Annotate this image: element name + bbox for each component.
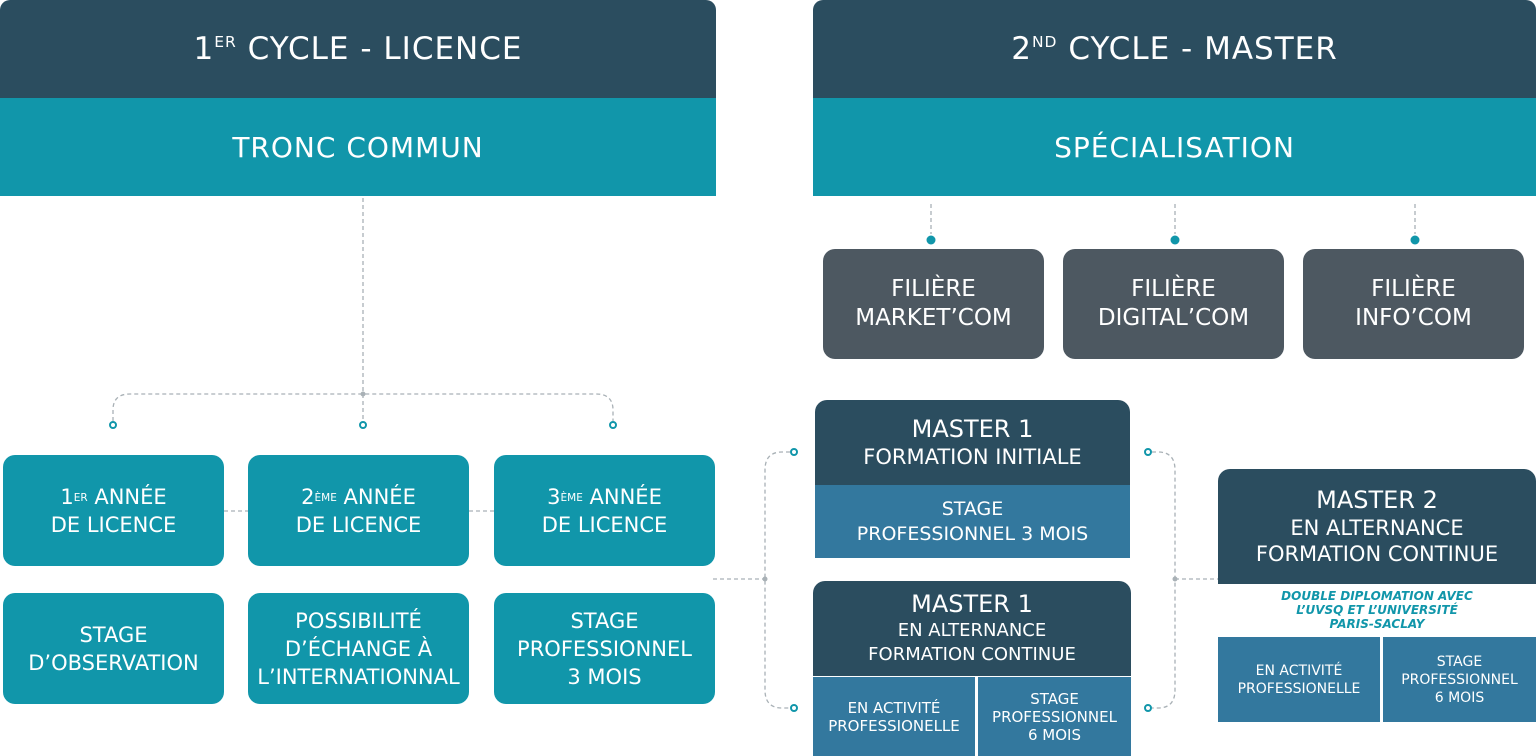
year-3-box: 3ÈME ANNÉE DE LICENCE: [494, 455, 715, 566]
filiere-line2: MARKET’COM: [855, 305, 1012, 331]
m2-note-line3: PARIS-SACLAY: [1329, 617, 1425, 631]
m2-activite-line2: PROFESSIONELLE: [1237, 680, 1361, 697]
detail-line: L’INTERNATIONNAL: [257, 664, 460, 689]
m1-stage-line3: 6 MOIS: [1027, 725, 1081, 744]
detail-line: STAGE: [79, 622, 148, 647]
m2-title: MASTER 2: [1316, 486, 1438, 514]
m2-header: MASTER 2 EN ALTERNANCE FORMATION CONTINU…: [1218, 469, 1536, 584]
year-2-box: 2ÈME ANNÉE DE LICENCE: [248, 455, 469, 566]
m1-activite-line2: PROFESSIONELLE: [828, 716, 960, 735]
m1-initiale-stage-line1: STAGE: [941, 497, 1004, 520]
m1-stage-line1: STAGE: [1030, 689, 1079, 708]
m1-alternance-line3: FORMATION CONTINUE: [868, 644, 1076, 665]
year-2-line2: DE LICENCE: [295, 512, 422, 537]
m2-activite: EN ACTIVITÉ PROFESSIONELLE: [1218, 637, 1380, 722]
m2-note-line2: L’UVSQ ET L’UNIVERSITÉ: [1296, 603, 1458, 617]
year-1-line1: 1ER ANNÉE: [60, 484, 167, 509]
m2-note-line1: DOUBLE DIPLOMATION AVEC: [1281, 589, 1473, 603]
m1-alternance-line2: EN ALTERNANCE: [897, 620, 1047, 641]
m2-activite-line1: EN ACTIVITÉ: [1255, 662, 1343, 679]
m1-alternance-stage: STAGE PROFESSIONNEL 6 MOIS: [978, 677, 1131, 756]
year-2-line1: 2ÈME ANNÉE: [301, 484, 416, 509]
detail-line: 3 MOIS: [567, 664, 642, 689]
master-subtitle: SPÉCIALISATION: [1054, 130, 1295, 164]
filiere-line1: FILIÈRE: [1371, 276, 1456, 302]
m1-alternance-title: MASTER 1: [911, 590, 1033, 618]
m2-stage: STAGE PROFESSIONNEL 6 MOIS: [1383, 637, 1536, 722]
master-header: 2ND CYCLE - MASTER: [813, 0, 1536, 98]
m1-stage-line2: PROFESSIONNEL: [992, 707, 1117, 726]
licence-title: 1ER CYCLE - LICENCE: [193, 31, 523, 67]
year-3-detail-box: STAGE PROFESSIONNEL 3 MOIS: [494, 593, 715, 704]
detail-line: POSSIBILITÉ: [295, 608, 422, 633]
filiere-marketcom: FILIÈRE MARKET’COM: [823, 249, 1044, 359]
detail-line: STAGE: [570, 608, 639, 633]
detail-line: D’OBSERVATION: [28, 650, 199, 675]
m1-initiale-stage-line2: PROFESSIONNEL 3 MOIS: [856, 522, 1089, 545]
licence-subtitle: TRONC COMMUN: [232, 130, 484, 164]
m2-stage-line1: STAGE: [1436, 653, 1483, 670]
m2-stage-line2: PROFESSIONNEL: [1401, 671, 1518, 688]
master-subtitle-band: SPÉCIALISATION: [813, 98, 1536, 196]
licence-subtitle-band: TRONC COMMUN: [0, 98, 716, 196]
m2-line3: FORMATION CONTINUE: [1255, 542, 1499, 566]
year-1-detail-box: STAGE D’OBSERVATION: [3, 593, 224, 704]
detail-line: D’ÉCHANGE À: [284, 636, 433, 661]
filiere-infocom: FILIÈRE INFO’COM: [1303, 249, 1524, 359]
filiere-digitalcom: FILIÈRE DIGITAL’COM: [1063, 249, 1284, 359]
filiere-line1: FILIÈRE: [891, 276, 976, 302]
m1-initiale-subtitle: FORMATION INITIALE: [863, 444, 1082, 469]
year-1-box: 1ER ANNÉE DE LICENCE: [3, 455, 224, 566]
m2-line2: EN ALTERNANCE: [1290, 516, 1464, 540]
licence-header: 1ER CYCLE - LICENCE: [0, 0, 716, 98]
m1-alternance-activite: EN ACTIVITÉ PROFESSIONELLE: [813, 677, 975, 756]
filiere-line2: DIGITAL’COM: [1097, 305, 1250, 331]
m1-initiale-header: MASTER 1 FORMATION INITIALE: [815, 400, 1130, 485]
m1-initiale-stage: STAGE PROFESSIONNEL 3 MOIS: [815, 485, 1130, 558]
year-3-line1: 3ÈME ANNÉE: [547, 484, 662, 509]
year-3-line2: DE LICENCE: [541, 512, 668, 537]
m1-alternance-header: MASTER 1 EN ALTERNANCE FORMATION CONTINU…: [813, 581, 1131, 676]
year-1-line2: DE LICENCE: [50, 512, 177, 537]
m1-activite-line1: EN ACTIVITÉ: [847, 698, 941, 717]
m2-double-diplomation-note: DOUBLE DIPLOMATION AVEC L’UVSQ ET L’UNIV…: [1218, 588, 1536, 632]
detail-line: PROFESSIONNEL: [517, 636, 692, 661]
m2-stage-line3: 6 MOIS: [1434, 689, 1485, 706]
filiere-line1: FILIÈRE: [1131, 276, 1216, 302]
m1-initiale-title: MASTER 1: [911, 414, 1034, 443]
master-title: 2ND CYCLE - MASTER: [1011, 31, 1338, 67]
year-2-detail-box: POSSIBILITÉ D’ÉCHANGE À L’INTERNATIONNAL: [248, 593, 469, 704]
filiere-line2: INFO’COM: [1355, 305, 1472, 331]
